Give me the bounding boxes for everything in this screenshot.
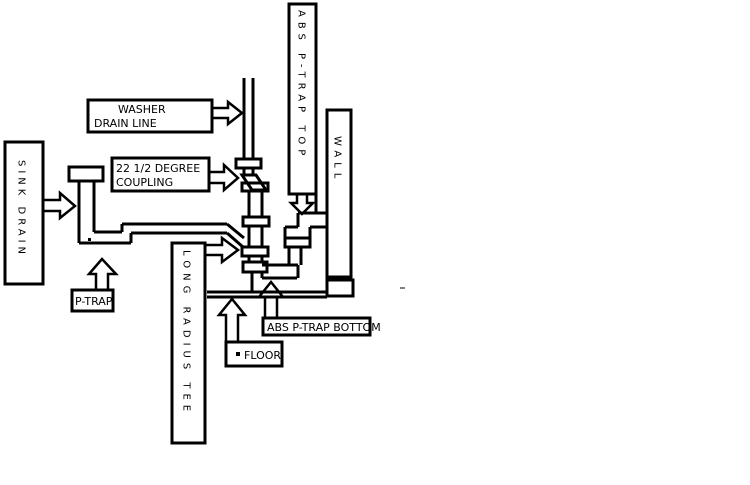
- wall-label: WALL: [332, 136, 343, 183]
- p-trap-box: [70, 288, 115, 313]
- p-trap-label: P-TRAP: [75, 295, 113, 308]
- floor-label: FLOOR: [244, 349, 281, 362]
- floor-box: [224, 340, 284, 368]
- abs-p-trap-bottom-label: ABS P-TRAP BOTTOM: [267, 321, 381, 334]
- sink-tailpiece-cap: [67, 165, 105, 183]
- stray-dot: [88, 238, 91, 241]
- abs-p-trap-top-arrow: [287, 192, 317, 216]
- upper-coupling-ring: [234, 157, 263, 170]
- long-radius-tee-label: LONG RADIUS TEE: [181, 250, 192, 416]
- washer-arrow: [210, 99, 245, 127]
- tee-bottom-ring: [241, 260, 269, 274]
- sink-drain-box: [3, 140, 45, 286]
- sink-drain-label: SINK DRAIN: [16, 160, 27, 258]
- washer-label-line1: WASHER: [118, 103, 166, 116]
- p-trap-arrow: [86, 257, 119, 292]
- tee-ring: [240, 245, 270, 258]
- sink-drain-arrow: [41, 190, 77, 221]
- coupling-label-line1: 22 1/2 DEGREE: [116, 162, 200, 175]
- wall-bottom-box: [325, 278, 355, 298]
- long-radius-tee-arrow: [203, 235, 241, 265]
- abs-p-trap-top-label: ABS P-TRAP TOP: [296, 10, 307, 160]
- abs-trap-ring: [283, 236, 312, 249]
- coupling-label-line2: COUPLING: [116, 176, 173, 189]
- floor-arrow: [216, 297, 248, 344]
- floor-bullet: [236, 352, 240, 356]
- coupling-arrow: [207, 162, 240, 193]
- abs-p-trap-bottom-arrow: [256, 279, 286, 320]
- washer-label-line2: DRAIN LINE: [94, 117, 157, 130]
- lower-coupling-ring: [241, 215, 271, 228]
- mid-coupling-ring: [240, 181, 270, 193]
- long-radius-tee-box: [170, 241, 207, 445]
- abs-p-trap-bottom-box: [261, 316, 372, 337]
